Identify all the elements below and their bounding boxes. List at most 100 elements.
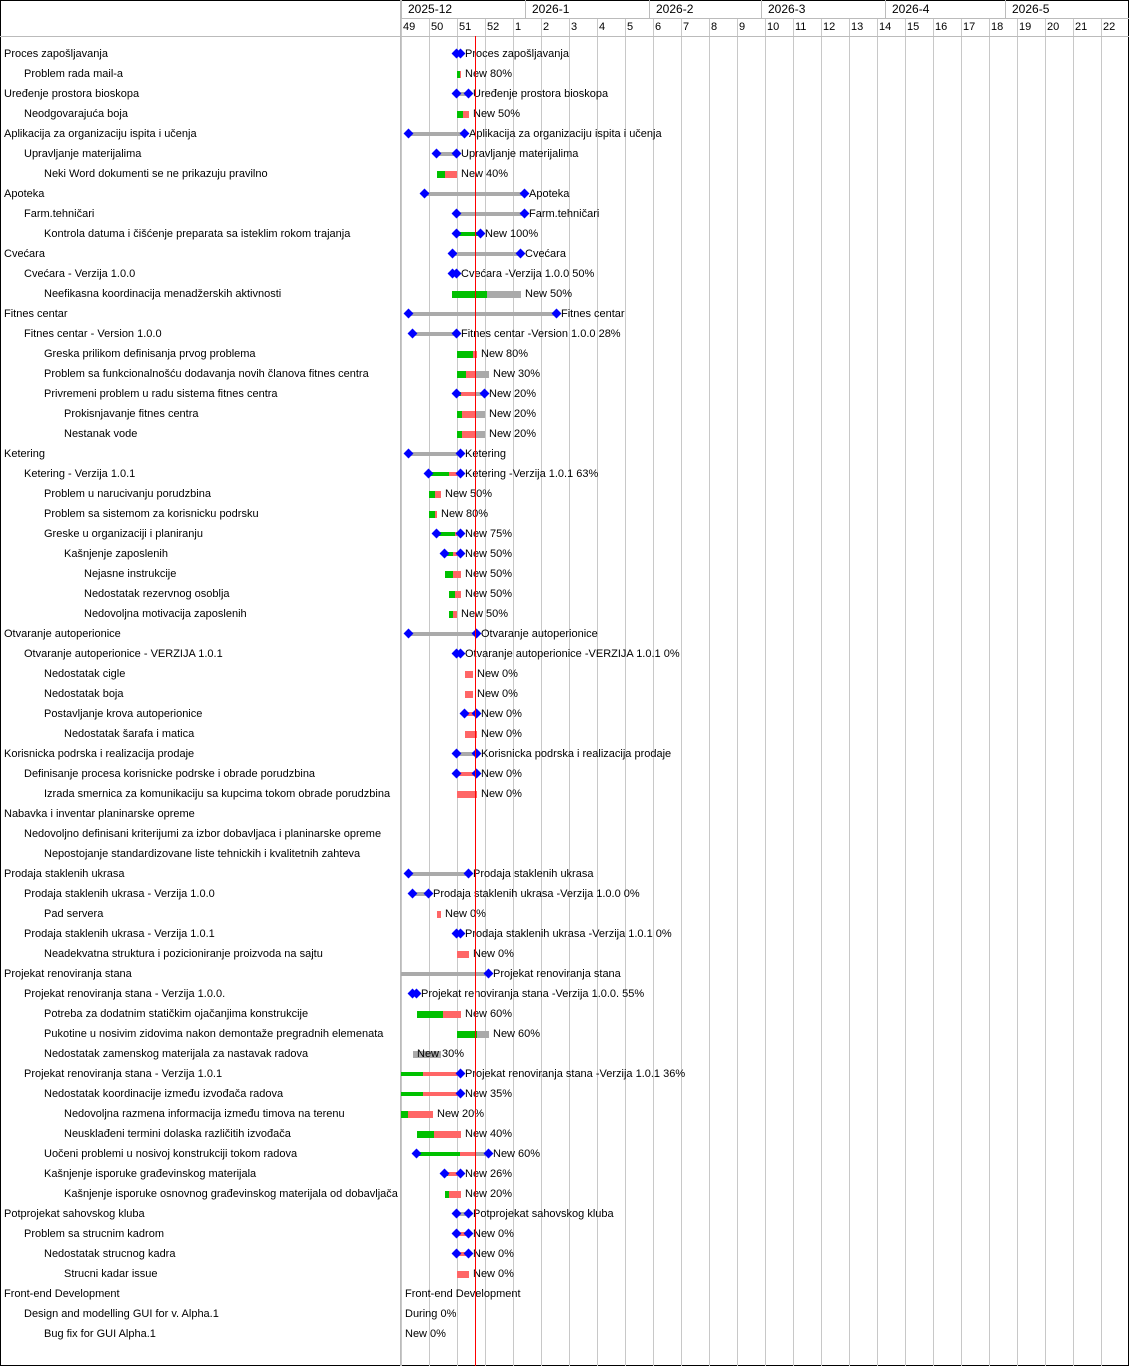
task-bar[interactable] [413,1050,441,1058]
task-bar[interactable] [445,570,461,578]
task-bar[interactable] [413,332,457,336]
issue-subject-link[interactable]: Postavljanje krova autoperionice [44,708,203,720]
task-bar[interactable] [457,370,489,378]
task-bar[interactable] [465,712,477,716]
task-bar[interactable] [401,1110,433,1118]
issue-subject-link[interactable]: Fitnes centar [4,308,68,320]
issue-subject-link[interactable]: Aplikacija za organizaciju ispita i učen… [4,128,197,140]
issue-subject-link[interactable]: Apoteka [4,188,45,200]
issue-subject-link[interactable]: Nedovoljna motivacija zaposlenih [84,608,247,620]
issue-subject-link[interactable]: Farm.tehničari [24,208,95,220]
issue-subject-link[interactable]: Projekat renoviranja stana - Verzija 1.0… [24,1068,223,1080]
issue-subject-link[interactable]: Nedostatak zamenskog materijala za nasta… [44,1048,309,1060]
issue-subject-link[interactable]: Prodaja staklenih ukrasa - Verzija 1.0.1 [24,928,215,940]
task-bar[interactable] [437,910,441,918]
issue-subject-link[interactable]: Problem sa funkcionalnošću dodavanja nov… [44,368,369,380]
task-bar[interactable] [449,610,457,618]
issue-subject-link[interactable]: Nedostatak šarafa i matica [64,728,195,740]
task-bar[interactable] [457,70,461,78]
task-bar[interactable] [429,490,441,498]
issue-subject-link[interactable]: Problem sa strucnim kadrom [24,1228,164,1240]
issue-subject-link[interactable]: Problem sa sistemom za korisnicku podrsk… [44,508,259,520]
task-bar[interactable] [465,670,473,678]
issue-subject-link[interactable]: Neusklađeni termini dolaska različitih i… [64,1128,291,1140]
issue-subject-link[interactable]: Nedovoljno definisani kriterijumi za izb… [24,828,382,840]
issue-subject-link[interactable]: Ketering - Verzija 1.0.1 [24,468,136,480]
issue-subject-link[interactable]: Nedostatak cigle [44,668,126,680]
issue-subject-link[interactable]: Neefikasna koordinacija menadžerskih akt… [44,288,282,300]
issue-subject-link[interactable]: Bug fix for GUI Alpha.1 [44,1328,156,1340]
task-bar[interactable] [417,1010,461,1018]
issue-subject-link[interactable]: Nedostatak rezervnog osoblja [84,588,230,600]
task-bar[interactable] [437,170,457,178]
issue-subject-link[interactable]: Prokisnjavanje fitnes centra [64,408,199,420]
issue-subject-link[interactable]: Pad servera [44,908,104,920]
task-bar[interactable] [457,212,525,216]
task-bar[interactable] [409,452,461,456]
task-bar[interactable] [457,752,477,756]
issue-subject-link[interactable]: Uočeni problemi u nosivoj konstrukciji t… [44,1148,298,1160]
task-bar[interactable] [457,950,469,958]
task-bar[interactable] [457,1270,469,1278]
issue-subject-link[interactable]: Upravljanje materijalima [24,148,142,160]
task-bar[interactable] [429,472,461,476]
task-bar[interactable] [401,1072,461,1076]
issue-subject-link[interactable]: Greske u organizaciji i planiranju [44,528,203,540]
task-bar[interactable] [429,510,437,518]
task-bar[interactable] [465,690,473,698]
issue-subject-link[interactable]: Nejasne instrukcije [84,568,177,580]
issue-subject-link[interactable]: Cvećara - Verzija 1.0.0 [24,268,136,280]
issue-subject-link[interactable]: Nedostatak strucnog kadra [44,1248,176,1260]
task-bar[interactable] [457,790,477,798]
issue-subject-link[interactable]: Design and modelling GUI for v. Alpha.1 [24,1308,219,1320]
task-bar[interactable] [417,1130,461,1138]
issue-subject-link[interactable]: Definisanje procesa korisnicke podrske i… [24,768,316,780]
task-bar[interactable] [417,1152,489,1156]
task-bar[interactable] [449,590,461,598]
issue-subject-link[interactable]: Strucni kadar issue [64,1268,158,1280]
issue-subject-link[interactable]: Otvaranje autoperionice [4,628,121,640]
task-bar[interactable] [409,872,469,876]
issue-subject-link[interactable]: Prodaja staklenih ukrasa [4,868,125,880]
issue-subject-link[interactable]: Nabavka i inventar planinarske opreme [4,808,195,820]
task-bar[interactable] [465,730,477,738]
issue-subject-link[interactable]: Nedostatak koordinacije između izvođača … [44,1088,284,1100]
task-bar[interactable] [457,430,485,438]
issue-subject-link[interactable]: Problem u narucivanju porudzbina [44,488,211,500]
issue-subject-link[interactable]: Nepostojanje standardizovane liste tehni… [44,848,361,860]
issue-subject-link[interactable]: Ketering [4,448,45,460]
issue-subject-link[interactable]: Problem rada mail-a [24,68,124,80]
task-bar[interactable] [457,1252,469,1256]
issue-subject-link[interactable]: Privremeni problem u radu sistema fitnes… [44,388,278,400]
issue-subject-link[interactable]: Nestanak vode [64,428,138,440]
task-bar[interactable] [457,110,469,118]
task-bar[interactable] [401,972,489,976]
task-bar[interactable] [453,252,521,256]
task-bar[interactable] [437,152,457,156]
task-bar[interactable] [457,232,481,236]
task-bar[interactable] [445,1190,461,1198]
task-bar[interactable] [413,892,429,896]
issue-subject-link[interactable]: Nedostatak boja [44,688,124,700]
issue-subject-link[interactable]: Uređenje prostora bioskopa [4,88,140,100]
issue-subject-link[interactable]: Kašnjenje isporuke osnovnog građevinskog… [64,1188,398,1200]
issue-subject-link[interactable]: Front-end Development [4,1288,120,1300]
issue-subject-link[interactable]: Neodgovarajuća boja [24,108,128,120]
issue-subject-link[interactable]: Neadekvatna struktura i pozicioniranje p… [44,948,323,960]
task-bar[interactable] [457,1212,469,1216]
task-bar[interactable] [409,632,477,636]
issue-subject-link[interactable]: Kašnjenje zaposlenih [64,548,168,560]
task-bar[interactable] [409,312,557,316]
task-bar[interactable] [452,290,521,298]
issue-subject-link[interactable]: Proces zapošljavanja [4,48,108,60]
issue-subject-link[interactable]: Neki Word dokumenti se ne prikazuju prav… [44,168,268,180]
issue-subject-link[interactable]: Projekat renoviranja stana - Verzija 1.0… [24,988,226,1000]
task-bar[interactable] [401,1092,461,1096]
task-bar[interactable] [457,92,469,96]
task-bar[interactable] [457,1232,469,1236]
issue-subject-link[interactable]: Prodaja staklenih ukrasa - Verzija 1.0.0 [24,888,215,900]
task-bar[interactable] [457,410,485,418]
issue-subject-link[interactable]: Projekat renoviranja stana [4,968,132,980]
issue-subject-link[interactable]: Otvaranje autoperionice - VERZIJA 1.0.1 [24,648,223,660]
issue-subject-link[interactable]: Potprojekat sahovskog kluba [4,1208,145,1220]
